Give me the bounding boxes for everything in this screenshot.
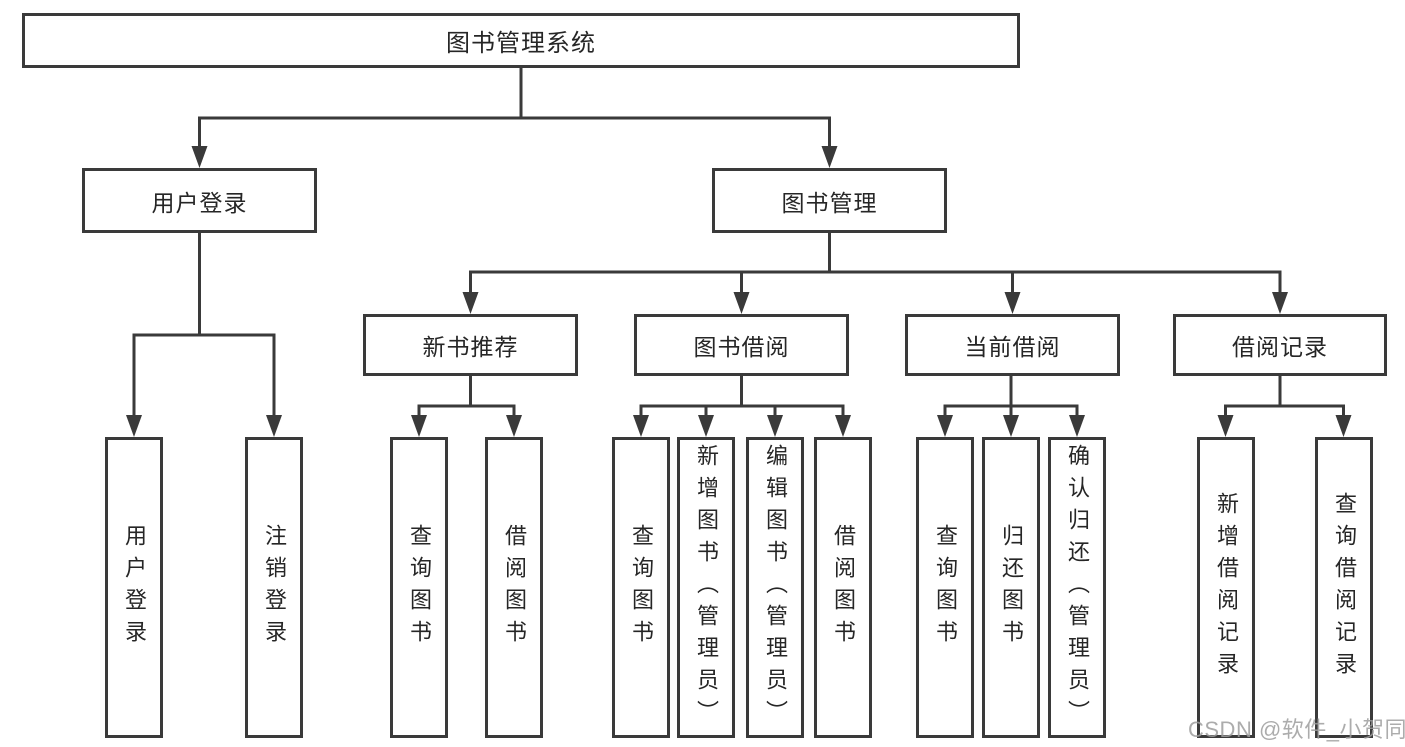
- leaf-label: 注销登录: [262, 523, 287, 652]
- leaf-confirm-return-admin: 确认归还（管理员）: [1048, 437, 1106, 738]
- csdn-watermark: CSDN @软件_小贺同学: [1188, 717, 1405, 742]
- arrowhead: [767, 415, 783, 437]
- leaf-label: 用户登录: [122, 523, 147, 652]
- connector-login-children: [126, 233, 282, 437]
- node-library-system: 图书管理系统: [22, 13, 1020, 68]
- node-label: 图书管理系统: [446, 30, 596, 57]
- leaf-label: 确认归还（管理员）: [1065, 443, 1090, 732]
- node-label: 当前借阅: [964, 334, 1061, 360]
- arrowhead: [1069, 415, 1085, 437]
- arrowhead: [126, 415, 142, 437]
- node-label: 图书借阅: [693, 334, 790, 360]
- leaf-label: 编辑图书（管理员）: [763, 443, 788, 732]
- leaf-query-books: 查询图书: [390, 437, 448, 738]
- arrowhead: [1004, 292, 1021, 314]
- node-label: 借阅记录: [1232, 334, 1328, 360]
- leaf-user-login: 用户登录: [105, 437, 163, 738]
- arrowhead: [1217, 415, 1234, 437]
- arrowhead: [835, 415, 851, 437]
- node-new-book-recommend: 新书推荐: [363, 314, 578, 376]
- leaf-label: 查询图书: [933, 523, 958, 652]
- arrowhead: [633, 415, 649, 437]
- node-label: 用户登录: [151, 189, 248, 216]
- arrowhead: [1003, 415, 1019, 437]
- arrowhead: [462, 292, 479, 314]
- leaf-label: 新增借阅记录: [1214, 491, 1239, 684]
- leaf-label: 归还图书: [999, 523, 1024, 652]
- arrowhead: [698, 415, 714, 437]
- arrowhead: [506, 415, 522, 437]
- leaf-return-books: 归还图书: [982, 437, 1040, 738]
- leaf-query-books: 查询图书: [612, 437, 670, 738]
- connector-current-children: [937, 376, 1085, 437]
- arrowhead: [733, 292, 750, 314]
- node-borrow-records: 借阅记录: [1173, 314, 1387, 376]
- node-label: 新书推荐: [422, 334, 519, 360]
- arrowhead: [1272, 292, 1288, 314]
- arrowhead: [191, 146, 208, 168]
- leaf-label: 新增图书（管理员）: [694, 443, 719, 732]
- leaf-label: 借阅图书: [502, 523, 527, 652]
- connector-mgmt-to-level3: [462, 233, 1288, 314]
- leaf-query-borrow-record: 查询借阅记录: [1315, 437, 1373, 738]
- connector-records-children: [1217, 376, 1352, 437]
- arrowhead: [821, 146, 838, 168]
- leaf-label: 查询借阅记录: [1332, 491, 1357, 684]
- arrowhead: [266, 415, 282, 437]
- arrowhead: [937, 415, 953, 437]
- connector-recommend-children: [411, 376, 522, 437]
- leaf-add-borrow-record: 新增借阅记录: [1197, 437, 1255, 738]
- leaf-query-books: 查询图书: [916, 437, 974, 738]
- node-label: 图书管理: [781, 189, 878, 216]
- connector-root-to-level2: [191, 68, 838, 168]
- leaf-add-books-admin: 新增图书（管理员）: [677, 437, 735, 738]
- arrowhead: [411, 415, 427, 437]
- arrowhead: [1335, 415, 1352, 437]
- node-current-borrow: 当前借阅: [905, 314, 1120, 376]
- node-user-login: 用户登录: [82, 168, 317, 233]
- leaf-logout: 注销登录: [245, 437, 303, 738]
- node-book-borrow: 图书借阅: [634, 314, 849, 376]
- leaf-label: 查询图书: [407, 523, 432, 652]
- leaf-borrow-books: 借阅图书: [485, 437, 543, 738]
- leaf-label: 借阅图书: [831, 523, 856, 652]
- connector-borrow-children: [633, 376, 851, 437]
- node-book-management: 图书管理: [712, 168, 947, 233]
- leaf-edit-books-admin: 编辑图书（管理员）: [746, 437, 804, 738]
- leaf-label: 查询图书: [629, 523, 654, 652]
- leaf-borrow-books: 借阅图书: [814, 437, 872, 738]
